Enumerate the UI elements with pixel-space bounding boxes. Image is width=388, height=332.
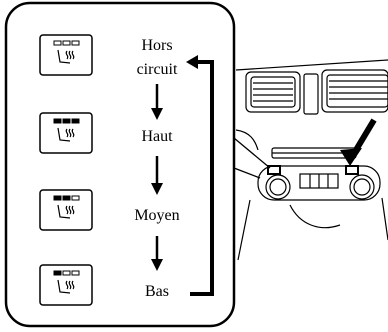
levels-panel (4, 1, 236, 328)
heated-seat-icon (57, 49, 75, 64)
indicator-off (62, 40, 71, 46)
level-label-low: Bas (145, 283, 169, 300)
indicator-on (53, 118, 62, 124)
indicator-on (53, 270, 62, 276)
indicator-on (53, 195, 62, 201)
level-label-medium: Moyen (134, 207, 179, 224)
seat-heater-button-medium (39, 189, 93, 231)
indicator-off (71, 270, 80, 276)
seat-heater-button-low (39, 264, 93, 306)
down-arrow-icon (151, 84, 163, 120)
return-arrow-icon (186, 55, 214, 296)
indicator-on (62, 195, 71, 201)
seat-heater-button-high (39, 112, 93, 154)
indicator-off (71, 40, 80, 46)
pointer-arrow-icon (340, 118, 377, 166)
indicator-on (62, 118, 71, 124)
heated-seat-icon (57, 127, 75, 142)
heated-seat-icon (57, 204, 75, 219)
seat-heater-button-off (39, 34, 93, 76)
indicator-off (71, 195, 80, 201)
down-arrow-icon (151, 236, 163, 271)
indicator-off (62, 270, 71, 276)
level-label-high: Haut (141, 128, 173, 145)
indicator-on (71, 118, 80, 124)
dashboard-illustration (235, 59, 388, 261)
heated-seat-icon (57, 279, 75, 294)
leader-lines (233, 137, 271, 179)
down-arrow-icon (151, 156, 163, 195)
indicator-off (53, 40, 62, 46)
